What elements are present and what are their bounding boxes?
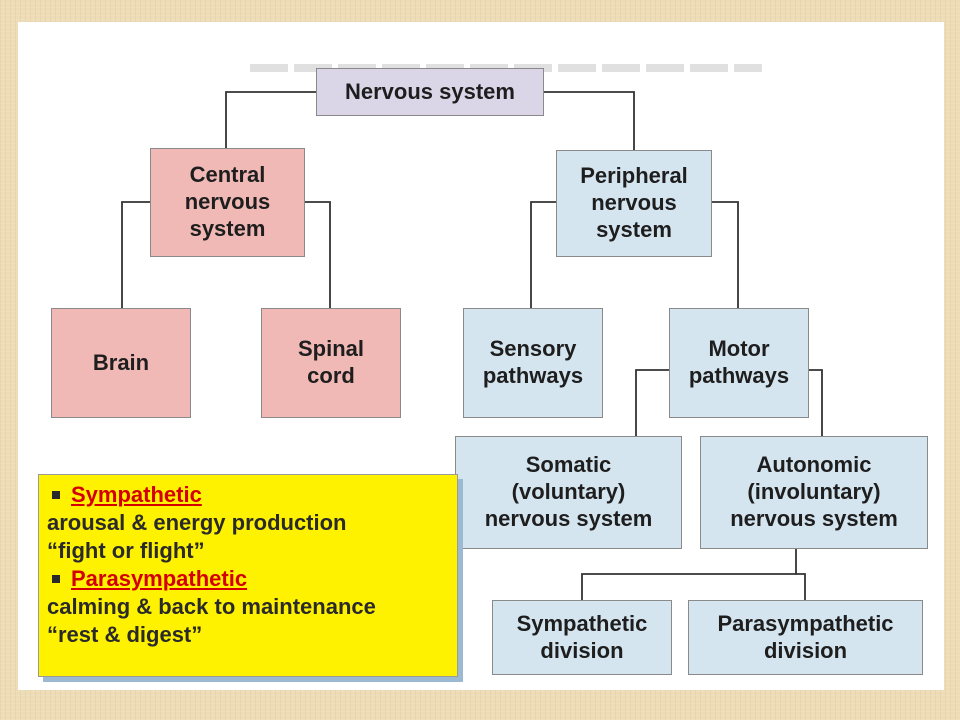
node-central-nervous-system: Central nervous system	[150, 148, 305, 257]
connector-autonomic-parasym	[796, 573, 806, 600]
node-spinal-cord: Spinal cord	[261, 308, 401, 418]
connector-root-peripheral	[544, 91, 635, 150]
slide: Nervous system Central nervous system Pe…	[18, 22, 944, 690]
node-somatic-nervous-system: Somatic (voluntary) nervous system	[455, 436, 682, 549]
node-sensory-pathways: Sensory pathways	[463, 308, 603, 418]
connector-peripheral-motor	[712, 201, 739, 308]
parasympathetic-bullet-row: Parasympathetic	[47, 565, 449, 593]
parasympathetic-phrase: “rest & digest”	[47, 621, 203, 647]
parasympathetic-description: calming & back to maintenance	[47, 593, 376, 619]
connector-motor-autonomic	[809, 369, 823, 436]
node-parasympathetic-division: Parasympathetic division	[688, 600, 923, 675]
connector-lines	[121, 91, 823, 600]
connector-motor-somatic	[635, 369, 669, 436]
connector-central-spinal	[305, 201, 331, 308]
bullet-square-icon	[52, 490, 60, 499]
node-brain: Brain	[51, 308, 191, 418]
connector-peripheral-sensory	[530, 201, 556, 308]
parasympathetic-heading: Parasympathetic	[71, 565, 248, 591]
sympathetic-heading: Sympathetic	[71, 482, 202, 507]
autonomic-note-box: Sympathetic arousal & energy production …	[38, 474, 458, 677]
node-peripheral-nervous-system: Peripheral nervous system	[556, 150, 712, 257]
sympathetic-phrase: “fight or flight”	[47, 537, 205, 563]
node-autonomic-nervous-system: Autonomic (involuntary) nervous system	[700, 436, 928, 549]
node-sympathetic-division: Sympathetic division	[492, 600, 672, 675]
connector-central-brain	[121, 201, 150, 308]
bullet-square-icon	[52, 574, 60, 583]
connector-root-central	[225, 91, 316, 148]
node-nervous-system: Nervous system	[316, 68, 544, 116]
node-motor-pathways: Motor pathways	[669, 308, 809, 418]
connector-autonomic-divisions	[581, 549, 797, 600]
sympathetic-description: arousal & energy production	[47, 509, 347, 535]
sympathetic-bullet-row: Sympathetic	[47, 481, 449, 509]
